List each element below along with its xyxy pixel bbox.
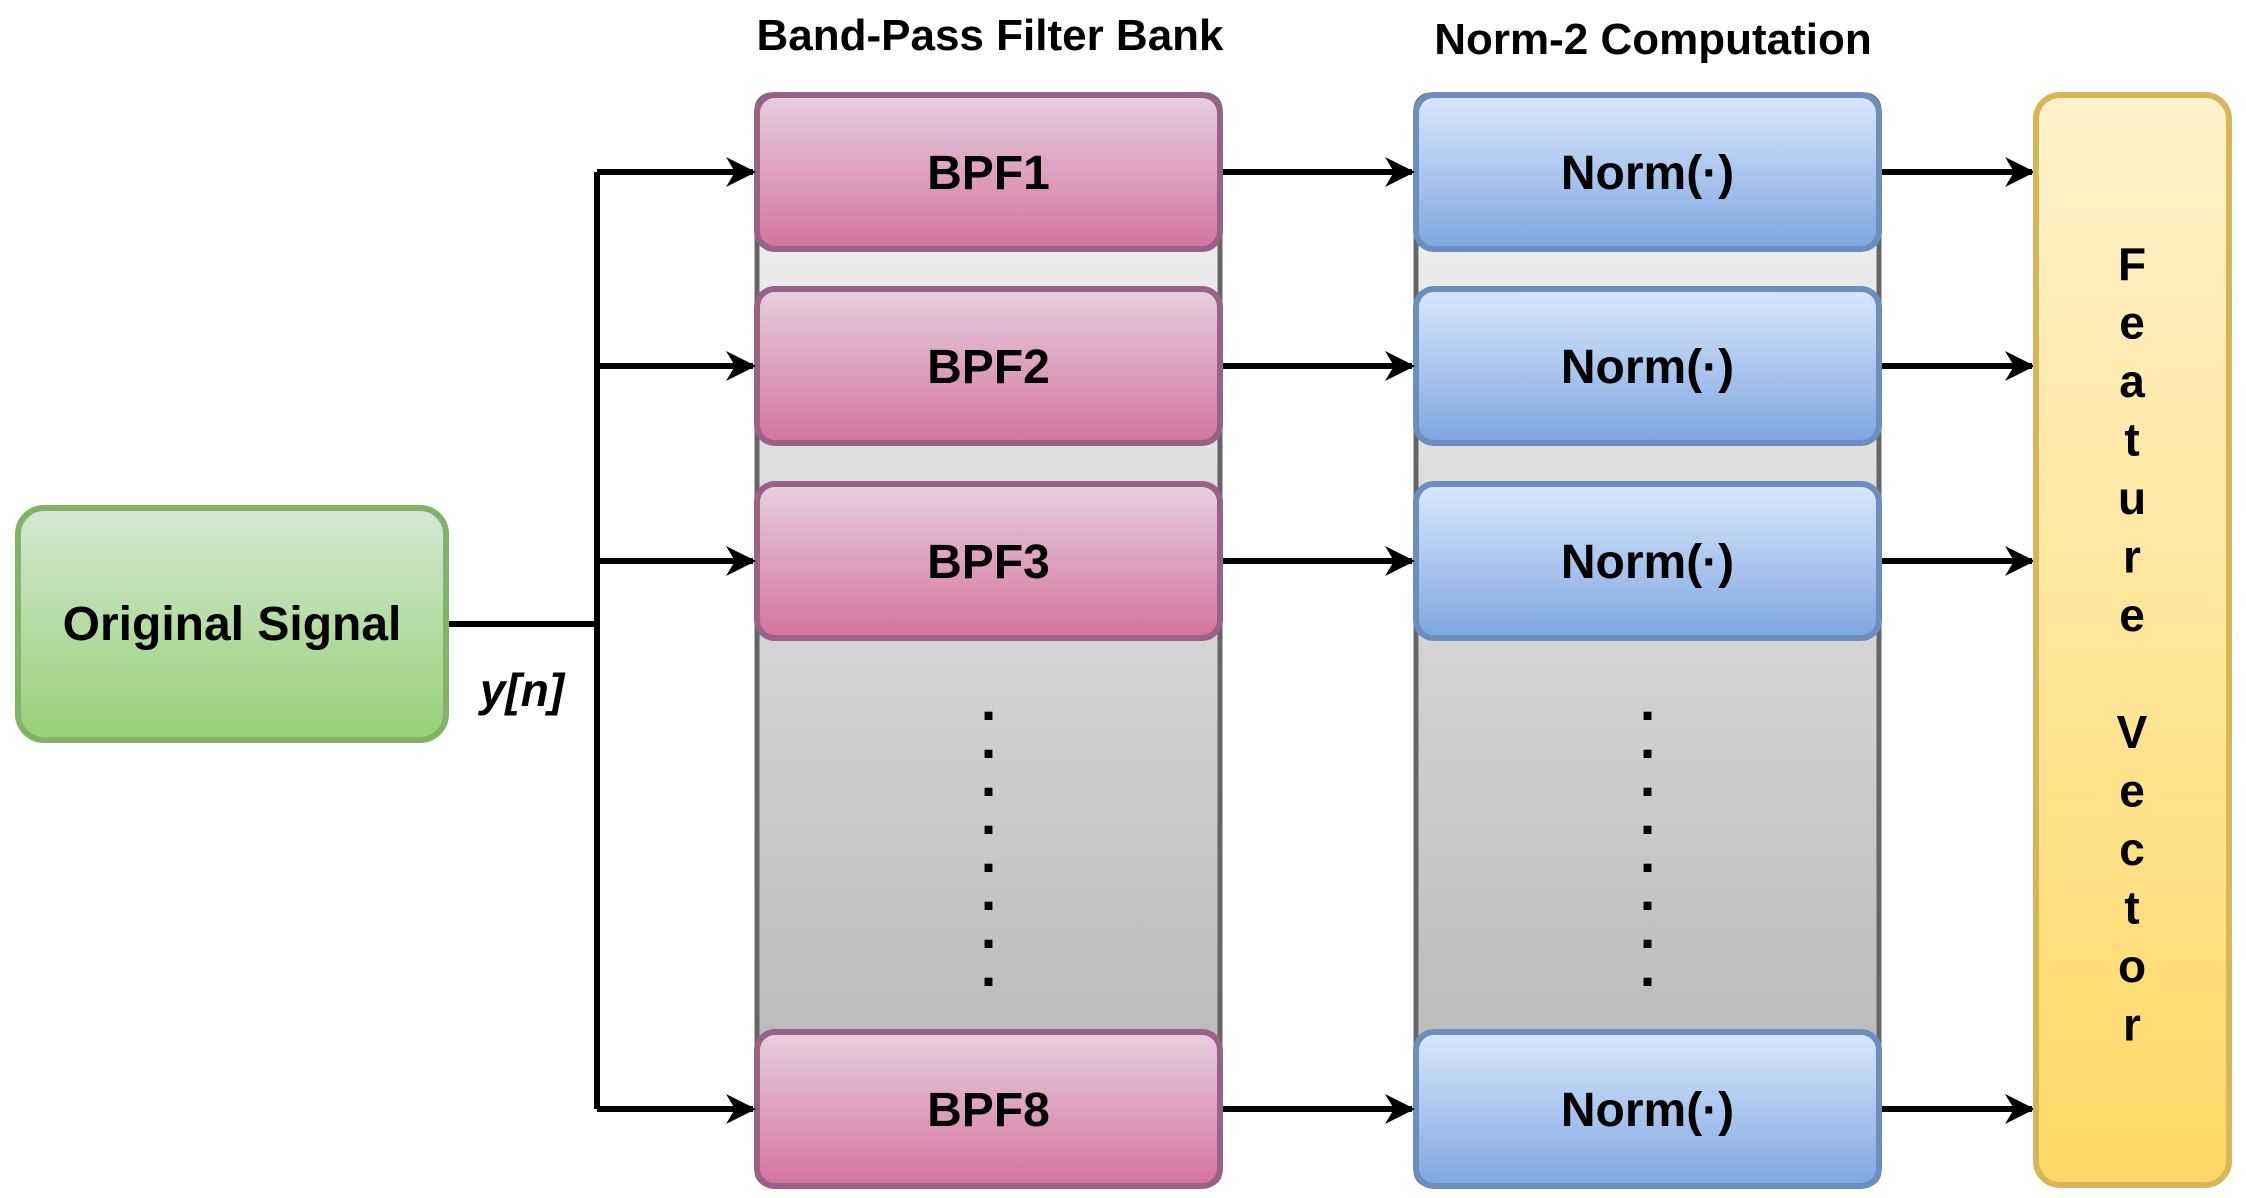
ellipsis-dot: . — [1640, 783, 1656, 846]
original-signal-box — [15, 505, 449, 743]
ellipsis-dot: . — [981, 897, 997, 960]
filter-bank-title: Band-Pass Filter Bank — [756, 11, 1224, 60]
feature-vector-letter: r — [2123, 531, 2141, 583]
feature-vector-letter: e — [2119, 297, 2145, 349]
ellipsis-dot: . — [1640, 707, 1656, 770]
norm-block: Norm(·) — [1413, 481, 1882, 641]
norm-label: Norm(·) — [1561, 341, 1734, 394]
ellipsis-dot: . — [981, 935, 997, 998]
bpf-box — [754, 92, 1223, 252]
signal-label: y[n] — [478, 664, 566, 716]
feature-vector-letter: t — [2124, 882, 2139, 934]
feature-vector-letter: o — [2118, 940, 2146, 992]
ellipsis-dot: . — [1640, 821, 1656, 884]
bpf-block: BPF8 — [754, 1029, 1223, 1189]
feature-vector-letter: c — [2119, 823, 2145, 875]
norm-label: Norm(·) — [1561, 147, 1734, 200]
ellipsis-dot: . — [1640, 859, 1656, 922]
ellipsis-dot: . — [981, 745, 997, 808]
feature-vector-letter: e — [2119, 765, 2145, 817]
bpf-label: BPF2 — [927, 341, 1050, 394]
norm-computation-title: Norm-2 Computation — [1434, 15, 1872, 64]
norms-layer: Norm(·) Norm(·) Norm(·) Norm(·) — [1413, 92, 1882, 1189]
feature-vector-letter: F — [2118, 238, 2146, 290]
feature-vector-letter: r — [2123, 999, 2141, 1051]
original-signal-label: Original Signal — [63, 598, 402, 651]
feature-vector-letter: e — [2119, 589, 2145, 641]
feature-vector-letter: V — [2117, 706, 2148, 758]
bpf-box — [754, 286, 1223, 446]
bpf-box — [754, 481, 1223, 641]
bpf-block: BPF1 — [754, 92, 1223, 252]
ellipsis-dot: . — [981, 821, 997, 884]
feature-vector-letter: u — [2118, 472, 2146, 524]
ellipsis-dot: . — [1640, 745, 1656, 808]
bpf-box — [754, 1029, 1223, 1189]
norm-block: Norm(·) — [1413, 92, 1882, 252]
ellipsis-dot: . — [981, 783, 997, 846]
norm-box — [1413, 1029, 1882, 1189]
norm-box — [1413, 481, 1882, 641]
feature-vector-letter: t — [2124, 414, 2139, 466]
ellipsis-dot: . — [1640, 897, 1656, 960]
dots-layer: ................ — [981, 669, 1656, 998]
ellipsis-dot: . — [981, 859, 997, 922]
bpf-block: BPF2 — [754, 286, 1223, 446]
norm-label: Norm(·) — [1561, 1084, 1734, 1137]
arrows-layer — [597, 157, 2035, 1124]
bpf-label: BPF8 — [927, 1084, 1050, 1137]
ellipsis-dot: . — [981, 669, 997, 732]
norm-box — [1413, 286, 1882, 446]
bpf-label: BPF3 — [927, 536, 1050, 589]
ellipsis-dot: . — [1640, 935, 1656, 998]
norm-block: Norm(·) — [1413, 286, 1882, 446]
bpf-label: BPF1 — [927, 147, 1050, 200]
norm-box — [1413, 92, 1882, 252]
feature-vector-letter: a — [2119, 355, 2145, 407]
norm-label: Norm(·) — [1561, 536, 1734, 589]
ellipsis-dot: . — [1640, 669, 1656, 732]
ellipsis-dot: . — [981, 707, 997, 770]
feature-vector-box — [2033, 92, 2232, 1188]
bpf-block: BPF3 — [754, 481, 1223, 641]
norm-block: Norm(·) — [1413, 1029, 1882, 1189]
